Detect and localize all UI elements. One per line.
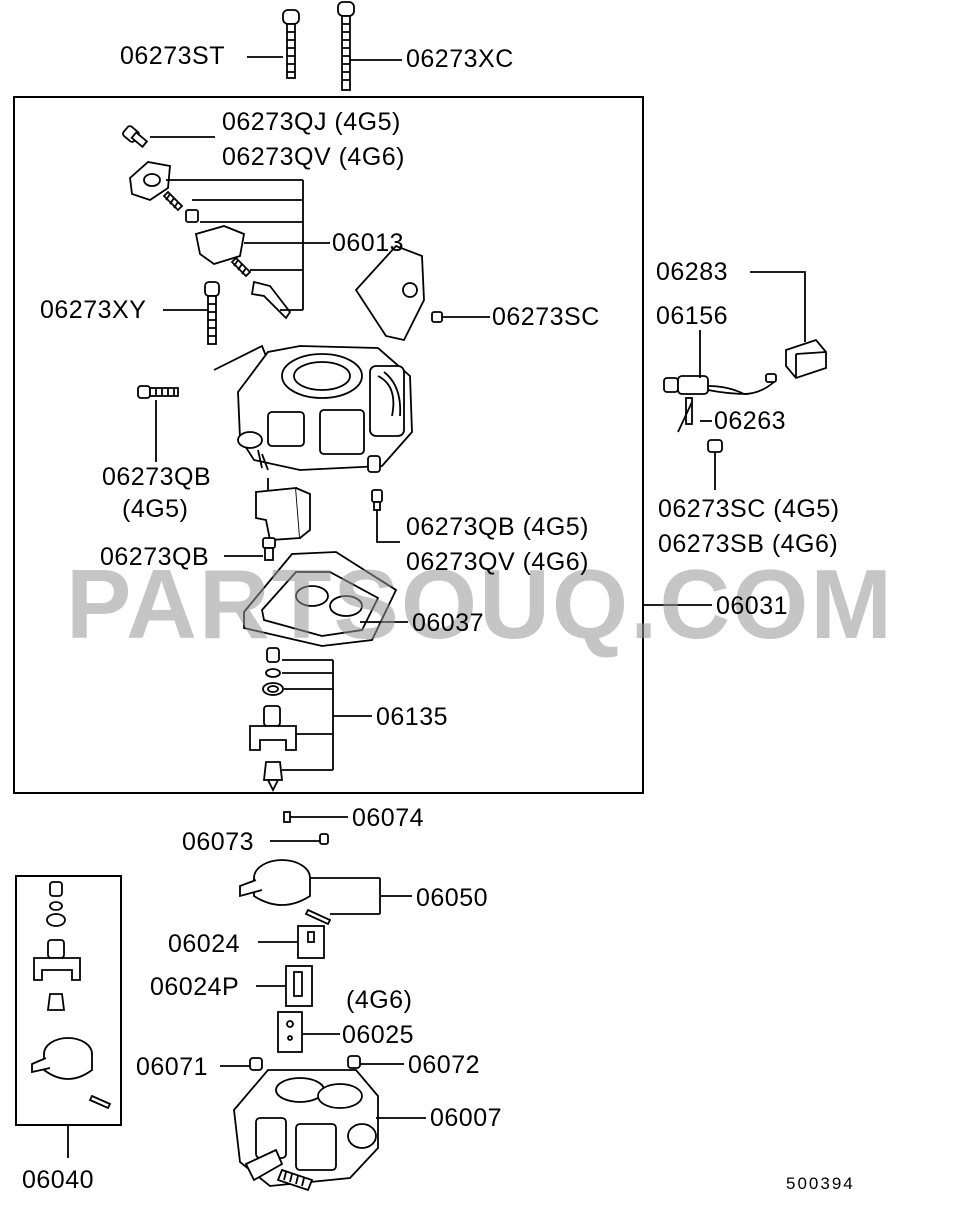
label-06273QV-top[interactable]: 06273QV (4G6) [222, 143, 405, 171]
label-06273QB-low[interactable]: 06273QB [100, 543, 210, 571]
pump-cover-parts[interactable] [129, 161, 292, 320]
screw-06273QB-left[interactable] [137, 385, 179, 399]
label-06273SB[interactable]: 06273SB (4G6) [658, 530, 839, 558]
needle-valve-kit-06135[interactable] [249, 647, 297, 793]
label-06263[interactable]: 06263 [714, 407, 787, 435]
label-06073[interactable]: 06073 [182, 828, 255, 856]
label-06037[interactable]: 06037 [412, 609, 485, 637]
label-06071[interactable]: 06071 [136, 1053, 209, 1081]
label-06273ST[interactable]: 06273ST [120, 42, 225, 70]
bolt-06273XY[interactable] [204, 281, 220, 345]
gasket-06037[interactable] [243, 551, 398, 647]
diagram-id: 500394 [786, 1174, 855, 1193]
kit-contents-06040[interactable] [31, 881, 112, 1110]
label-06273SC-mid[interactable]: 06273SC [492, 303, 600, 331]
part-06073[interactable] [319, 833, 329, 845]
label-06013[interactable]: 06013 [332, 229, 405, 257]
carburetor-body-06007[interactable] [233, 1069, 379, 1192]
label-06273QB-mid[interactable]: 06273QB (4G5) [406, 513, 589, 541]
screw-06273QJ[interactable] [122, 125, 149, 149]
label-06273XC[interactable]: 06273XC [406, 45, 514, 73]
float-06050[interactable] [239, 859, 332, 926]
bracket-06273SC[interactable] [354, 244, 443, 342]
part-06072[interactable] [347, 1055, 361, 1069]
part-06074[interactable] [283, 811, 291, 823]
carburetor-upper-body[interactable] [237, 345, 413, 473]
pin-06263[interactable] [685, 397, 693, 425]
label-06156[interactable]: 06156 [656, 302, 729, 330]
label-4G6-low: (4G6) [346, 986, 413, 1014]
jet-block-06025[interactable] [277, 1011, 303, 1053]
screw-06273QB-lower[interactable] [262, 537, 276, 561]
label-06050[interactable]: 06050 [416, 884, 489, 912]
label-06273XY[interactable]: 06273XY [40, 296, 147, 324]
part-06071[interactable] [249, 1057, 263, 1071]
label-06024[interactable]: 06024 [168, 930, 241, 958]
label-06135[interactable]: 06135 [376, 703, 449, 731]
connector-06283[interactable] [785, 338, 827, 380]
jet-block-06024[interactable] [297, 925, 325, 959]
label-06273SC-right[interactable]: 06273SC (4G5) [658, 495, 840, 523]
label-06273QJ[interactable]: 06273QJ (4G5) [222, 108, 401, 136]
label-4G5-left: (4G5) [122, 495, 189, 523]
solenoid-06156[interactable] [663, 373, 777, 395]
label-06273QB-left[interactable]: 06273QB [102, 463, 212, 491]
label-06273QV-mid[interactable]: 06273QV (4G6) [406, 548, 589, 576]
label-06072[interactable]: 06072 [408, 1051, 481, 1079]
assembly-frame-06031 [13, 96, 644, 794]
label-06031[interactable]: 06031 [716, 592, 789, 620]
jet-block-06024P[interactable] [285, 965, 313, 1007]
choke-bracket[interactable] [255, 487, 311, 541]
screw-06273SC-right[interactable] [707, 439, 723, 453]
screw-06273QB-center[interactable] [371, 489, 383, 511]
kit-frame-06040 [15, 875, 122, 1126]
bolt-06273ST[interactable] [282, 9, 300, 79]
label-06283[interactable]: 06283 [656, 258, 729, 286]
label-06024P[interactable]: 06024P [150, 973, 240, 1001]
label-06007[interactable]: 06007 [430, 1104, 503, 1132]
label-06025[interactable]: 06025 [342, 1021, 415, 1049]
label-06040[interactable]: 06040 [22, 1166, 95, 1194]
bolt-06273XC[interactable] [337, 1, 355, 91]
label-06074[interactable]: 06074 [352, 804, 425, 832]
